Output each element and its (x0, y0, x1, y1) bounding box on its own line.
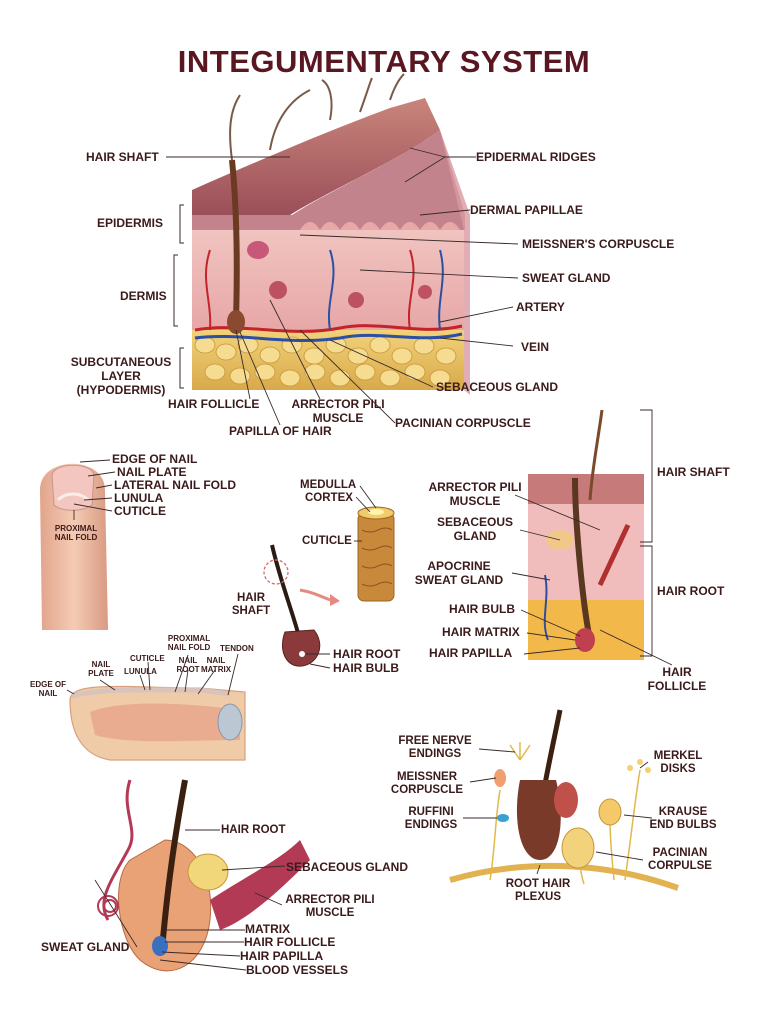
label-fol-sebaceous-gland: SEBACEOUS GLAND (286, 860, 409, 874)
label-sweat-gland: SWEAT GLAND (522, 271, 611, 285)
label-fol-matrix: MATRIX (245, 922, 291, 936)
label-ns-nail-matrix: NAIL MATRIX (200, 656, 232, 675)
label-ns-tendon: TENDON (220, 644, 254, 653)
label-pacinian-corpulse: PACINIAN CORPULSE (648, 847, 712, 873)
label-proximal-nail-fold: PROXIMAL NAIL FOLD (54, 524, 98, 543)
receptors-illustration (449, 709, 680, 891)
label-arrector-pili-muscle: ARRECTOR PILI MUSCLE (291, 397, 385, 425)
hair-section-illustration (511, 409, 673, 666)
nail-section-illustration (66, 653, 246, 761)
label-ns-edge-of-nail: EDGE OF NAIL (29, 680, 66, 699)
follicle-illustration (94, 779, 310, 972)
label-hs-sebaceous-gland: SEBACEOUS GLAND (436, 515, 513, 543)
label-artery: ARTERY (516, 300, 565, 314)
label-ns-nail-plate: NAIL PLATE (88, 660, 114, 679)
label-ns-proximal-nail-fold: PROXIMAL NAIL FOLD (167, 634, 211, 653)
label-epidermis: EPIDERMIS (97, 216, 164, 230)
label-ns-cuticle: CUTICLE (130, 654, 165, 663)
label-lunula: LUNULA (114, 491, 164, 505)
label-subcutaneous-layer: SUBCUTANEOUS LAYER (HYPODERMIS) (70, 355, 172, 397)
label-krause-end-bulbs: KRAUSE END BULBS (649, 806, 717, 832)
label-free-nerve-endings: FREE NERVE ENDINGS (398, 735, 472, 761)
label-cuticle: CUTICLE (114, 504, 166, 518)
label-fol-hair-papilla: HAIR PAPILLA (240, 949, 324, 963)
label-hs-apocrine: APOCRINE SWEAT GLAND (414, 559, 504, 587)
page-title: INTEGUMENTARY SYSTEM (177, 44, 591, 79)
label-fol-hair-follicle: HAIR FOLLICLE (244, 935, 336, 949)
label-dermis: DERMIS (120, 289, 167, 303)
label-strand-hair-shaft: HAIR SHAFT (231, 592, 271, 618)
label-hs-arrector-pili: ARRECTOR PILI MUSCLE (428, 480, 522, 508)
finger-illustration (40, 459, 116, 630)
label-medulla: MEDULLA (300, 479, 357, 491)
label-hair-follicle: HAIR FOLLICLE (168, 397, 260, 411)
label-hs-hair-bulb: HAIR BULB (449, 602, 515, 616)
label-meissner-corpuscle: MEISSNER CORPUSCLE (390, 771, 464, 797)
label-sebaceous-gland: SEBACEOUS GLAND (436, 380, 559, 394)
label-ns-nail-root: NAIL ROOT (176, 656, 200, 675)
label-strand-cuticle: CUTICLE (302, 535, 352, 547)
hair-strand-illustration (263, 485, 395, 669)
label-fol-hair-root: HAIR ROOT (221, 824, 286, 836)
label-root-hair-plexus: ROOT HAIR PLEXUS (505, 878, 571, 904)
label-hs-hair-shaft: HAIR SHAFT (657, 465, 730, 479)
label-fol-sweat-gland: SWEAT GLAND (41, 940, 130, 954)
label-edge-of-nail: EDGE OF NAIL (112, 452, 198, 466)
label-lateral-nail-fold: LATERAL NAIL FOLD (114, 478, 236, 492)
label-merkel-disks: MERKEL DISKS (653, 750, 703, 776)
label-pacinian-corpuscle: PACINIAN CORPUSCLE (395, 416, 531, 430)
label-hair-shaft: HAIR SHAFT (86, 150, 159, 164)
label-meissners-corpuscle: MEISSNER'S CORPUSCLE (522, 237, 675, 251)
label-ruffini-endings: RUFFINI ENDINGS (404, 806, 458, 832)
label-strand-hair-root: HAIR ROOT (333, 647, 401, 661)
label-epidermal-ridges: EPIDERMAL RIDGES (476, 150, 596, 164)
label-nail-plate: NAIL PLATE (117, 465, 187, 479)
skin-section-illustration (166, 73, 519, 426)
label-strand-hair-bulb: HAIR BULB (333, 661, 399, 675)
label-hs-hair-root: HAIR ROOT (657, 584, 725, 598)
label-hs-hair-follicle: HAIR FOLLICLE (647, 665, 707, 693)
label-hs-hair-papilla: HAIR PAPILLA (429, 646, 513, 660)
label-hs-hair-matrix: HAIR MATRIX (442, 625, 520, 639)
label-cortex: CORTEX (305, 492, 353, 504)
label-ns-lunula: LUNULA (124, 667, 157, 676)
label-papilla-of-hair: PAPILLA OF HAIR (229, 424, 332, 438)
label-fol-blood-vessels: BLOOD VESSELS (246, 963, 349, 977)
label-dermal-papillae: DERMAL PAPILLAE (470, 203, 583, 217)
label-vein: VEIN (521, 340, 550, 354)
label-fol-arrector-pili: ARRECTOR PILI MUSCLE (285, 894, 375, 920)
